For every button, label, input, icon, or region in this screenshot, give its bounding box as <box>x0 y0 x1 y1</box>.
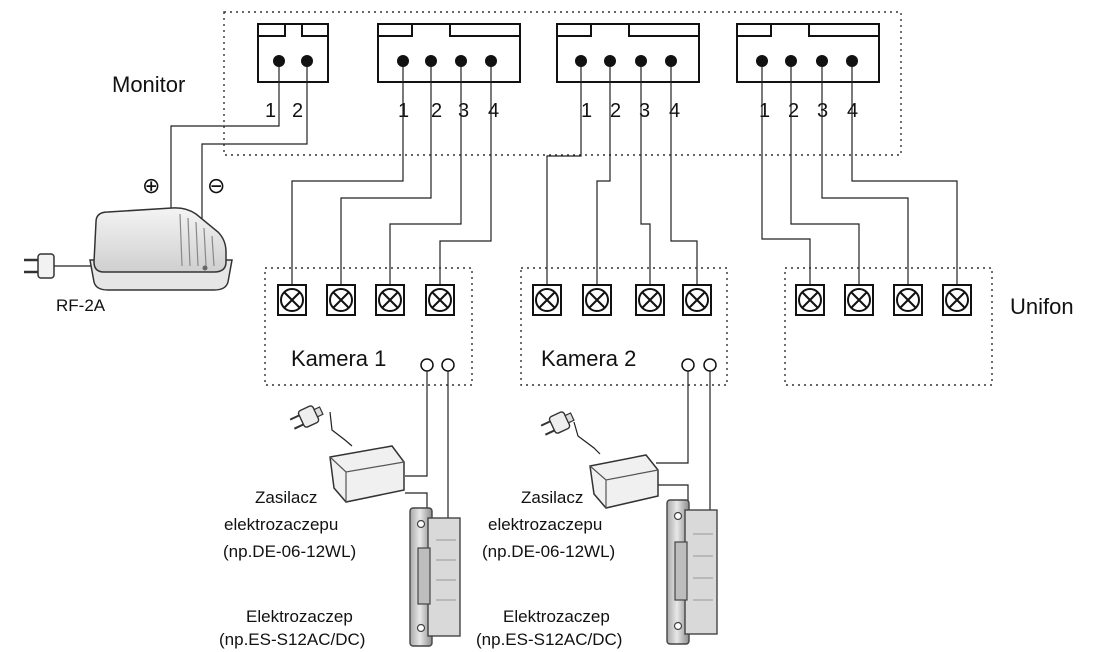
lock-psu-left-line2: elektrozaczepu <box>224 515 338 534</box>
unifon-label: Unifon <box>1010 294 1074 319</box>
pin-label: 1 <box>581 100 592 122</box>
wires-camera1 <box>291 67 492 286</box>
pin-label: 2 <box>610 100 621 122</box>
lock-psu-right-line3: (np.DE-06-12WL) <box>482 542 615 561</box>
camera1-terminals <box>277 284 455 316</box>
monitor-label: Monitor <box>112 72 185 97</box>
pin-label: 4 <box>488 100 499 122</box>
connector-block-3 <box>736 23 880 83</box>
electric-strike-left <box>409 507 461 647</box>
camera2-lock-terminal <box>703 358 717 372</box>
plus-symbol: ⊕ <box>142 173 160 198</box>
camera1-label: Kamera 1 <box>291 346 386 371</box>
connector-block-power <box>257 23 329 83</box>
lock-right-line2: (np.ES-S12AC/DC) <box>476 630 622 649</box>
minus-symbol: ⊖ <box>207 173 225 198</box>
plug-icon <box>287 401 327 434</box>
wires-unifon <box>761 67 958 286</box>
pin-label: 1 <box>265 100 276 122</box>
camera2-lock-terminal <box>681 358 695 372</box>
camera1-boundary <box>264 267 473 386</box>
lock-psu-left <box>329 445 405 503</box>
connector-block-1 <box>377 23 521 83</box>
pin-label: 3 <box>639 100 650 122</box>
monitor-boundary <box>223 11 902 156</box>
electric-strike-right <box>666 499 718 645</box>
power-supply-rf2a <box>89 207 233 291</box>
pin-labels: 1 2 1 2 3 4 1 2 3 4 1 2 3 4 <box>265 100 858 122</box>
pin-label: 1 <box>759 100 770 122</box>
lock-left-line2: (np.ES-S12AC/DC) <box>219 630 365 649</box>
pin-label: 3 <box>458 100 469 122</box>
pin-label: 2 <box>292 100 303 122</box>
lock-psu-left-line3: (np.DE-06-12WL) <box>223 542 356 561</box>
camera1-lock-terminal <box>441 358 455 372</box>
unifon-terminals <box>795 284 972 316</box>
camera2-label: Kamera 2 <box>541 346 636 371</box>
connector-block-2 <box>556 23 700 83</box>
lock-right-line1: Elektrozaczep <box>503 607 610 626</box>
power-supply-label: RF-2A <box>56 296 106 315</box>
plug-icon <box>24 253 55 279</box>
pin-label: 2 <box>788 100 799 122</box>
camera1-lock-terminal <box>420 358 434 372</box>
plug-icon <box>538 407 578 440</box>
pin-label: 4 <box>669 100 680 122</box>
unifon-boundary <box>784 267 993 386</box>
wires-camera2 <box>546 67 698 286</box>
camera2-terminals <box>532 284 712 316</box>
lock-psu-left-line1: Zasilacz <box>255 488 317 507</box>
power-wires <box>54 67 308 267</box>
camera2-boundary <box>520 267 728 386</box>
pin-label: 2 <box>431 100 442 122</box>
lock-psu-right <box>589 454 659 509</box>
lock-left-line1: Elektrozaczep <box>246 607 353 626</box>
lock-psu-right-line2: elektrozaczepu <box>488 515 602 534</box>
lock-wires-right <box>573 371 711 518</box>
lock-psu-right-line1: Zasilacz <box>521 488 583 507</box>
